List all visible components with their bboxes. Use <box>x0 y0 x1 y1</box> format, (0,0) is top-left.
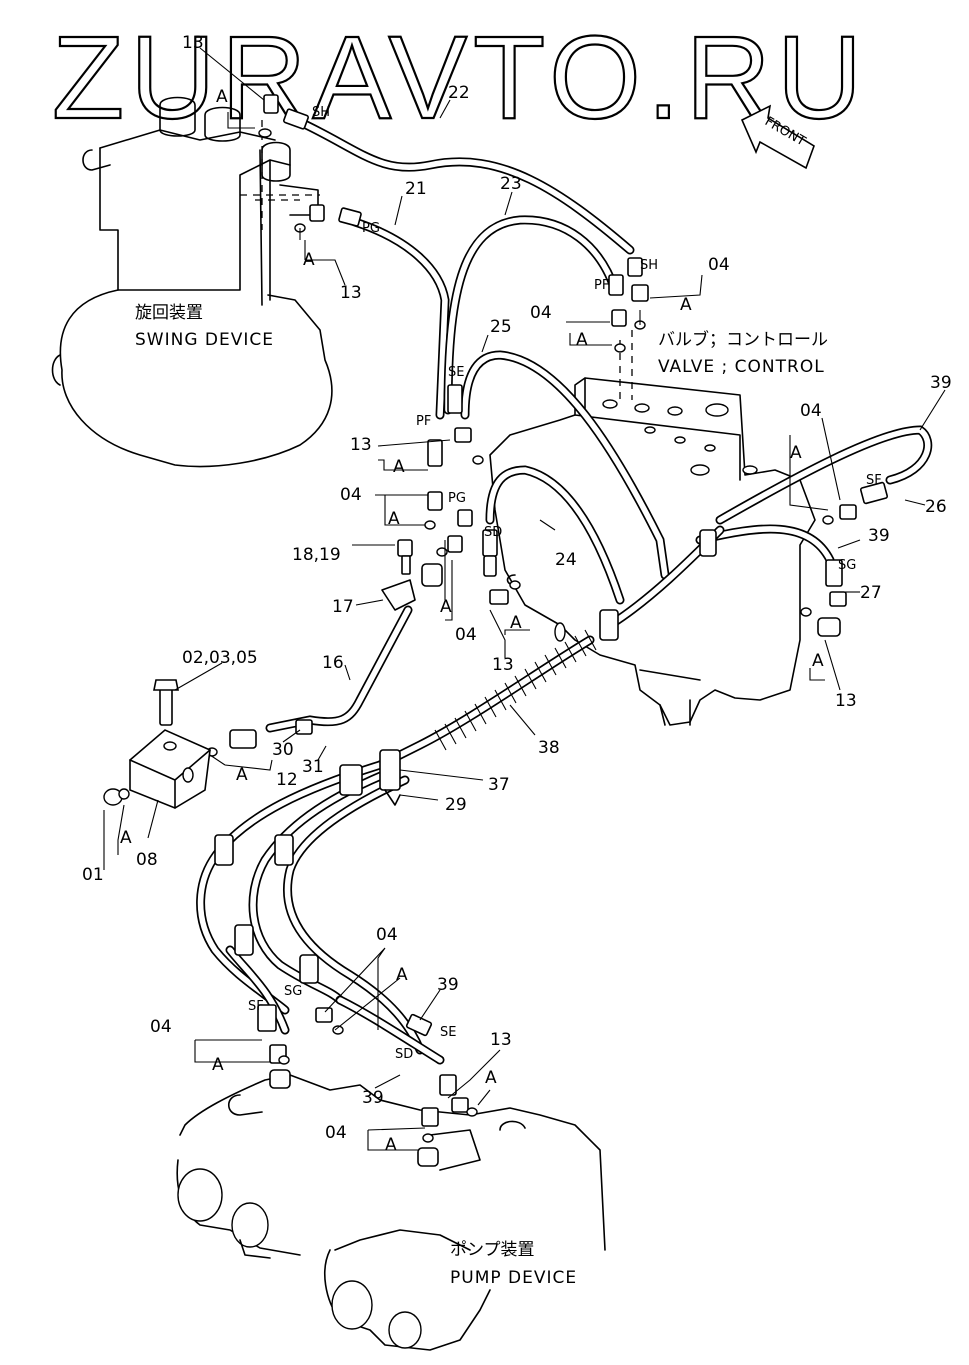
valve-jp: バルブ；コントロール <box>658 329 828 350</box>
pump-device: ポンプ装置 PUMP DEVICE <box>176 1074 606 1351</box>
callout-30: 30 <box>272 740 294 760</box>
callout-04: 04 <box>708 255 730 275</box>
callout-13: 13 <box>340 283 362 303</box>
callout-a: A <box>120 828 132 848</box>
callout-24: 24 <box>555 550 577 570</box>
callout-13: 13 <box>835 691 857 711</box>
callout-39: 39 <box>362 1088 384 1108</box>
clamps <box>214 529 717 984</box>
port-tag-sd: SD <box>484 525 502 540</box>
callout-04: 04 <box>530 303 552 323</box>
callout-a: A <box>510 613 522 633</box>
port-tag-sf: SF <box>866 473 882 488</box>
callout-a: A <box>680 295 692 315</box>
spiral-wrap-38 <box>434 629 597 751</box>
callout-39: 39 <box>930 373 952 393</box>
port-tag-pg: PG <box>362 221 380 236</box>
fittings <box>103 94 889 1167</box>
callout-37: 37 <box>488 775 510 795</box>
leader-lines <box>103 47 946 1151</box>
port-tag-pg: PG <box>448 491 466 506</box>
callout-a: A <box>440 597 452 617</box>
valve-port <box>602 399 618 409</box>
port-tag-se: SE <box>440 1025 456 1040</box>
callout-13: 13 <box>492 655 514 675</box>
pump-jp: ポンプ装置 <box>450 1240 535 1260</box>
port-tag-sg: SG <box>838 558 856 573</box>
callout-39: 39 <box>437 975 459 995</box>
callout-04: 04 <box>455 625 477 645</box>
port-tag-sh: SH <box>640 258 658 273</box>
callout-38: 38 <box>538 738 560 758</box>
watermark: ZURAVTO.RU <box>52 12 868 144</box>
callout-02-03-05: 02,03,05 <box>182 648 258 668</box>
callout-13: 13 <box>490 1030 512 1050</box>
port-tag-pf: PF <box>416 414 431 429</box>
callout-13: 13 <box>350 435 372 455</box>
swing-device-jp: 旋回装置 <box>135 303 203 323</box>
callout-23: 23 <box>500 174 522 194</box>
callout-a: A <box>236 765 248 785</box>
port-tag-pf: PF <box>594 278 609 293</box>
callout-39: 39 <box>868 526 890 546</box>
callout-08: 08 <box>136 850 158 870</box>
callout-04: 04 <box>800 401 822 421</box>
port-tag-sf: SF <box>248 999 264 1014</box>
callout-04: 04 <box>325 1123 347 1143</box>
callout-17: 17 <box>332 597 354 617</box>
port-tag-sd: SD <box>395 1047 413 1062</box>
callout-27: 27 <box>860 583 882 603</box>
port-tag-se: SE <box>448 365 464 380</box>
callout-29: 29 <box>445 795 467 815</box>
callout-a: A <box>212 1055 224 1075</box>
callout-a: A <box>812 651 824 671</box>
callout-a: A <box>388 509 400 529</box>
callout-a: A <box>393 457 405 477</box>
callouts: 13 A 22 21 23 A 13 04 A 04 A 25 39 04 A … <box>82 33 952 1155</box>
callout-25: 25 <box>490 317 512 337</box>
callout-01: 01 <box>82 865 104 885</box>
port-tag-sg: SG <box>284 984 302 999</box>
pump-en: PUMP DEVICE <box>450 1268 577 1288</box>
callout-a: A <box>303 250 315 270</box>
swing-device-en: SWING DEVICE <box>135 330 274 350</box>
callout-04: 04 <box>150 1017 172 1037</box>
callout-a: A <box>485 1068 497 1088</box>
callout-22: 22 <box>448 83 470 103</box>
callout-a: A <box>396 965 408 985</box>
callout-16: 16 <box>322 653 344 673</box>
callout-18-19: 18,19 <box>292 545 341 565</box>
callout-a: A <box>385 1135 397 1155</box>
port-tags: SH PG SH PF SE PF PG SD SF SG SF SG SE S… <box>248 105 882 1062</box>
port-tag-sh: SH <box>312 105 330 120</box>
callout-04: 04 <box>376 925 398 945</box>
callout-31: 31 <box>302 757 324 777</box>
callout-12: 12 <box>276 770 298 790</box>
swing-device: 旋回装置 SWING DEVICE <box>51 96 333 468</box>
callout-a: A <box>790 443 802 463</box>
callout-04: 04 <box>340 485 362 505</box>
callout-a: A <box>216 87 228 107</box>
callout-a: A <box>576 330 588 350</box>
hoses <box>196 117 933 1065</box>
callout-21: 21 <box>405 179 427 199</box>
valve-en: VALVE ; CONTROL <box>658 357 825 377</box>
callout-26: 26 <box>925 497 947 517</box>
callout-13: 13 <box>182 33 204 53</box>
